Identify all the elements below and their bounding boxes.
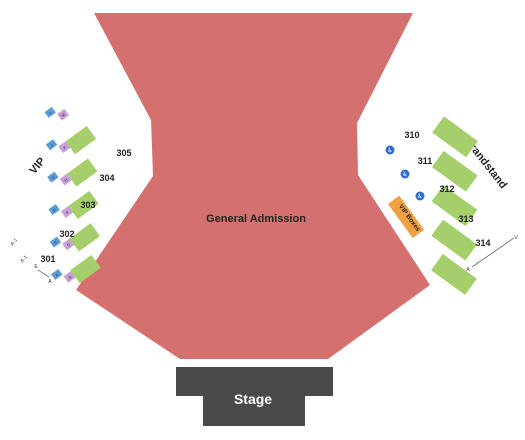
section-label-311: 311: [418, 156, 433, 166]
row-label: E: [52, 207, 57, 213]
section-label-313: 313: [458, 214, 473, 224]
row-label: D: [66, 242, 71, 248]
row-label: B: [67, 274, 72, 280]
row-label: H: [63, 177, 68, 183]
general-admission-area[interactable]: [76, 13, 430, 359]
stage-area: [176, 367, 333, 426]
section-label-302: 302: [59, 229, 74, 239]
row-label: L: [48, 110, 53, 116]
wheelchair-icon: ♿: [385, 145, 395, 155]
section-label-304: 304: [99, 173, 114, 183]
section-311[interactable]: [431, 150, 478, 192]
section-305[interactable]: [65, 125, 97, 155]
row-box-c[interactable]: [49, 236, 62, 248]
section-301[interactable]: [70, 254, 101, 284]
row-box-h[interactable]: [59, 173, 72, 186]
section-314[interactable]: [431, 254, 477, 295]
section-label-301: 301: [40, 254, 55, 264]
row-label: G: [50, 175, 55, 181]
wheelchair-icon: ♿: [400, 169, 410, 179]
svg-text:♿: ♿: [387, 147, 392, 154]
section-310[interactable]: [432, 116, 478, 158]
general-admission-label: General Admission: [206, 213, 306, 225]
row-range-line: [471, 237, 515, 268]
row-label: M: [61, 112, 67, 118]
row-box-j[interactable]: [45, 139, 58, 151]
row-box-g[interactable]: [47, 171, 59, 183]
section-label-303: 303: [80, 200, 95, 210]
row-box-e[interactable]: [48, 204, 60, 216]
corner-label: A: [48, 279, 52, 285]
section-label-310: 310: [404, 130, 419, 140]
svg-text:♿: ♿: [402, 171, 407, 178]
row-box-k[interactable]: [58, 141, 71, 154]
row-range-end: V: [514, 235, 518, 241]
row-box-m[interactable]: [57, 108, 70, 121]
section-label-314: 314: [475, 238, 490, 248]
svg-text:♿: ♿: [417, 193, 422, 200]
section-312[interactable]: [431, 185, 478, 227]
section-313[interactable]: [431, 219, 478, 261]
stage-label: Stage: [234, 391, 272, 407]
section-label-312: 312: [439, 184, 454, 194]
row-box-d[interactable]: [62, 238, 75, 251]
corner-label: E: [34, 264, 38, 270]
corner-label: A-1: [19, 254, 29, 264]
vip-label: VIP: [27, 155, 48, 176]
row-label: K: [62, 145, 67, 151]
row-range-start: A: [466, 267, 470, 273]
section-label-305: 305: [116, 148, 131, 158]
row-label: F: [65, 209, 70, 215]
section-304[interactable]: [66, 158, 98, 187]
section-303[interactable]: [68, 190, 99, 220]
row-label: J: [50, 143, 55, 148]
wheelchair-icon: ♿: [415, 191, 425, 201]
corner-label: A-1: [9, 237, 19, 247]
row-box-b[interactable]: [63, 270, 76, 283]
row-box-a[interactable]: [51, 268, 63, 280]
row-box-l[interactable]: [44, 106, 56, 118]
vip-block: VIP A B C D E: [9, 106, 132, 285]
row-box-f[interactable]: [61, 206, 74, 218]
row-label: C: [53, 239, 58, 245]
row-label: A: [55, 272, 60, 278]
row-range-line: [37, 269, 50, 278]
section-302[interactable]: [69, 223, 101, 252]
